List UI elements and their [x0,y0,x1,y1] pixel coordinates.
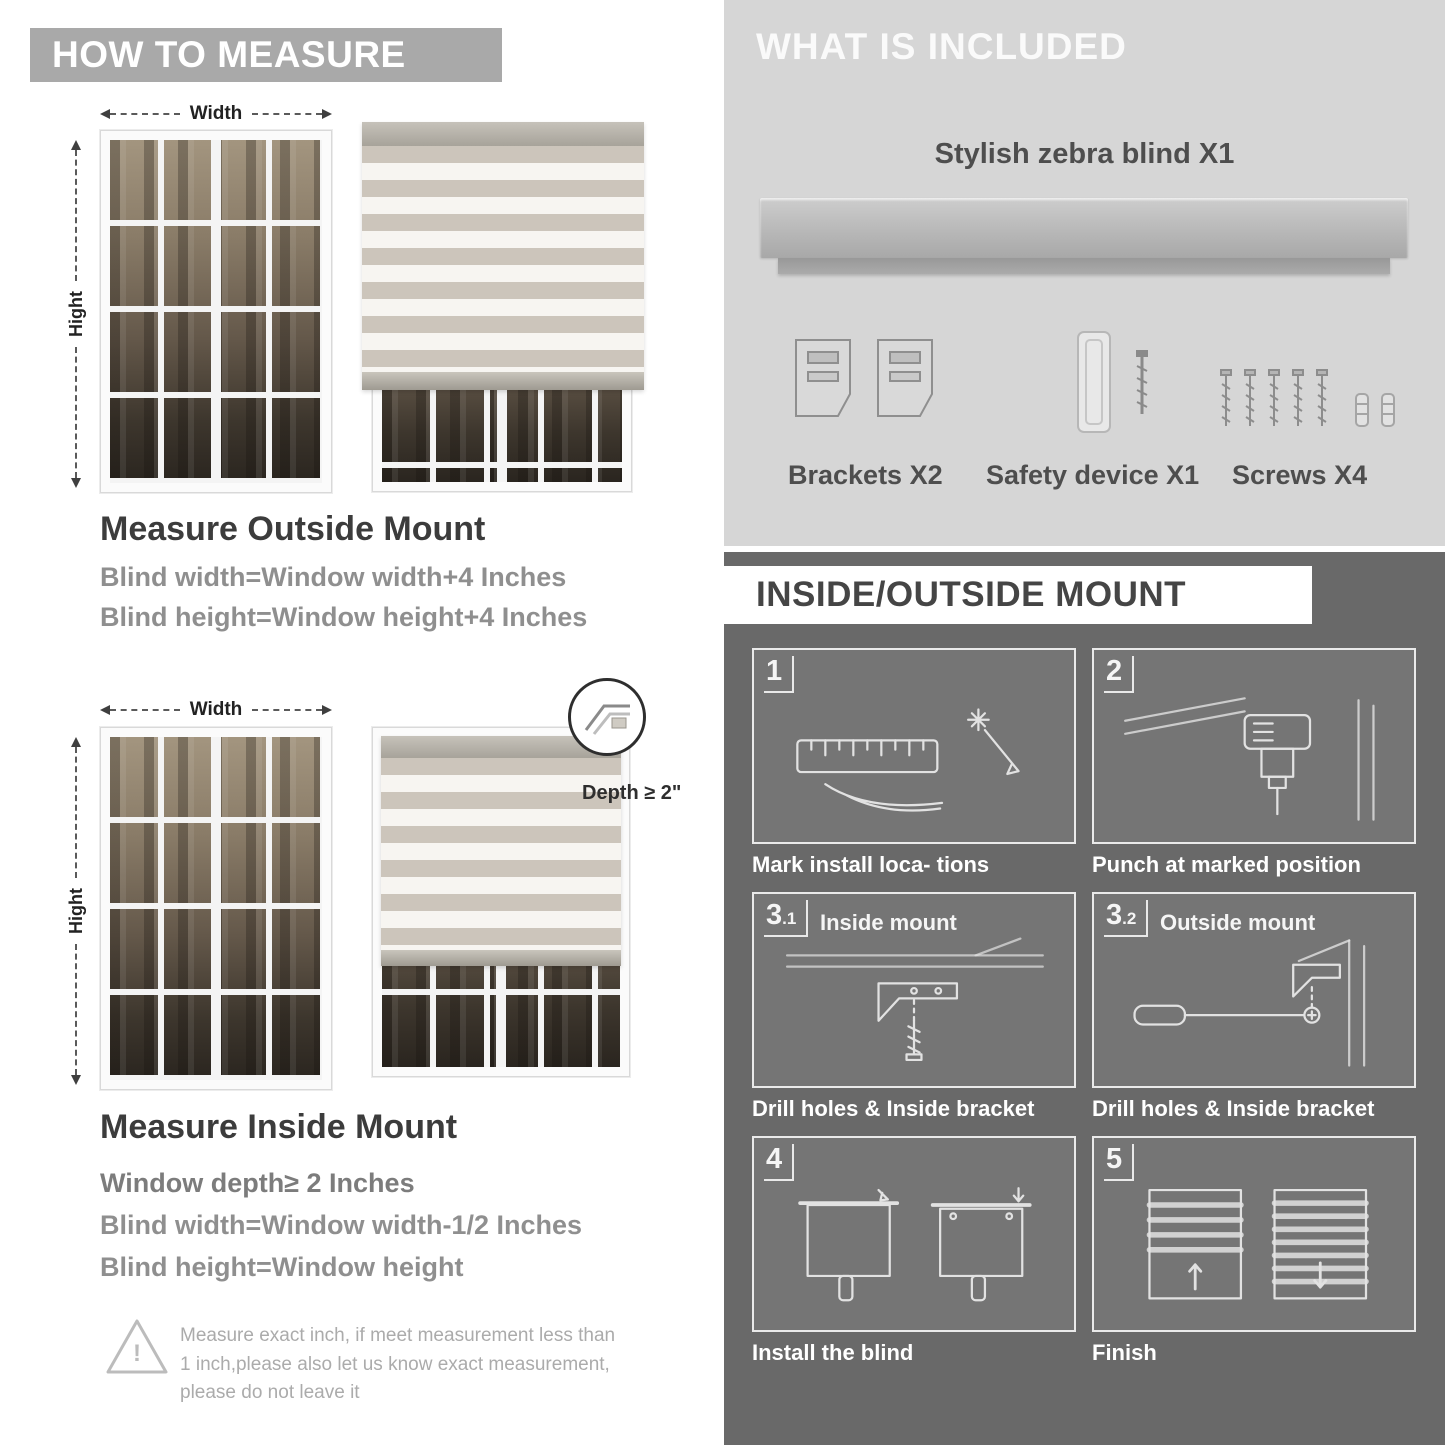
safety-device-icon [1056,326,1186,451]
arrow-up-icon [71,737,81,747]
mount-header: INSIDE/OUTSIDE MOUNT [724,566,1312,624]
depth-detail-circle [568,678,646,756]
mount-steps-grid: 1 Mark install loca- tions [752,648,1416,1366]
inside-formula-depth: Window depth≥ 2 Inches [100,1168,415,1198]
window-corner-icon [584,704,630,735]
outside-width-arrow: Width [100,103,332,124]
inside-blind-illustration [381,736,621,966]
what-is-included-panel: WHAT IS INCLUDED Stylish zebra blind X1 [724,0,1445,546]
warning-exclamation: ! [133,1340,141,1367]
step-3-2: 3.2 Outside mount [1092,892,1416,1122]
blind-headrail [362,122,644,146]
step-caption: Finish [1092,1340,1157,1365]
outside-height-arrow: Hight [65,140,86,489]
step-number: 2 [1104,655,1135,693]
step-inner-label: Outside mount [1160,910,1316,935]
blind-headrail [381,736,621,758]
outside-width-label: Width [189,103,243,124]
what-is-included-header: WHAT IS INCLUDED [756,26,1127,67]
warning-triangle-icon: ! [104,1316,170,1378]
zebra-blind-label: Stylish zebra blind X1 [934,138,1235,170]
step-caption: Install the blind [752,1340,914,1365]
step-number: 3.1 [764,899,809,937]
inside-bracket-illustration-icon [754,894,1074,1086]
step-caption: Punch at marked position [1092,852,1361,877]
blind-stripes [362,146,644,372]
depth-label: Depth ≥ 2" [582,782,682,804]
inside-mount-title: Measure Inside Mount [100,1108,458,1146]
zebra-blind-headrail-lip [778,258,1390,274]
outside-formula-width: Blind width=Window width+4 Inches [100,562,567,592]
outside-height-label: Hight [65,291,86,337]
step-2-box: 2 [1092,648,1416,844]
arrow-right-icon [322,109,332,119]
step-caption: Mark install loca- tions [752,852,990,877]
outside-window-illustration [100,130,332,493]
screws-label: Screws X4 [1232,460,1368,490]
outside-blind-illustration [362,122,644,390]
install-blind-illustration-icon [754,1138,1074,1330]
step-inner-label: Inside mount [820,910,957,935]
arrow-down-icon [71,1075,81,1086]
step-5-box: 5 [1092,1136,1416,1332]
arrow-left-icon [100,109,110,119]
arrow-left-icon [100,705,110,715]
window-scene [110,140,322,483]
blind-stripes [381,758,621,950]
step-number: 5 [1104,1143,1135,1181]
step-3-1-box: 3.1 Inside mount [752,892,1076,1088]
inside-width-arrow: Width [100,699,332,720]
step-3-1: 3.1 Inside mount [752,892,1076,1122]
step-5: 5 Finish [1092,1136,1416,1366]
step-3-2-box: 3.2 Outside mount [1092,892,1416,1088]
mark-location-illustration-icon [754,650,1074,842]
step-1-box: 1 [752,648,1076,844]
arrow-right-icon [322,705,332,715]
outside-bracket-illustration-icon [1094,894,1414,1086]
inside-height-arrow: Hight [65,737,86,1086]
safety-device-label: Safety device X1 [986,460,1200,490]
inside-height-label: Hight [65,888,86,934]
step-number: 3.2 [1104,899,1149,937]
step-2: 2 Punch at marked [1092,648,1416,878]
how-to-measure-header: HOW TO MEASURE [30,28,502,82]
outside-mount-title: Measure Outside Mount [100,510,486,548]
inside-window-illustration [100,727,332,1090]
blind-bottom-rail [381,950,621,966]
drill-illustration-icon [1094,650,1414,842]
zebra-blind-headrail-image [760,198,1408,258]
step-number: 1 [764,655,795,693]
blind-bottom-rail [362,372,644,390]
step-4: 4 [752,1136,1076,1366]
brackets-icon [786,330,946,447]
step-4-box: 4 [752,1136,1076,1332]
mount-instructions-panel: INSIDE/OUTSIDE MOUNT 1 [724,552,1445,1445]
warning-text: Measure exact inch, if meet measurement … [180,1325,616,1403]
step-number: 4 [764,1143,795,1181]
step-1: 1 Mark install loca- tions [752,648,1076,878]
outside-formula-height: Blind height=Window height+4 Inches [100,602,588,632]
inside-width-label: Width [189,699,243,720]
finish-illustration-icon [1094,1138,1414,1330]
arrow-up-icon [71,140,81,150]
screws-icon [1216,364,1416,455]
window-scene [110,737,322,1080]
brackets-label: Brackets X2 [788,460,943,490]
step-caption: Drill holes & Inside bracket [1092,1096,1375,1121]
inside-formula-height: Blind height=Window height [100,1252,464,1282]
inside-formula-width: Blind width=Window width-1/2 Inches [100,1210,583,1240]
arrow-down-icon [71,478,81,489]
step-caption: Drill holes & Inside bracket [752,1096,1035,1121]
